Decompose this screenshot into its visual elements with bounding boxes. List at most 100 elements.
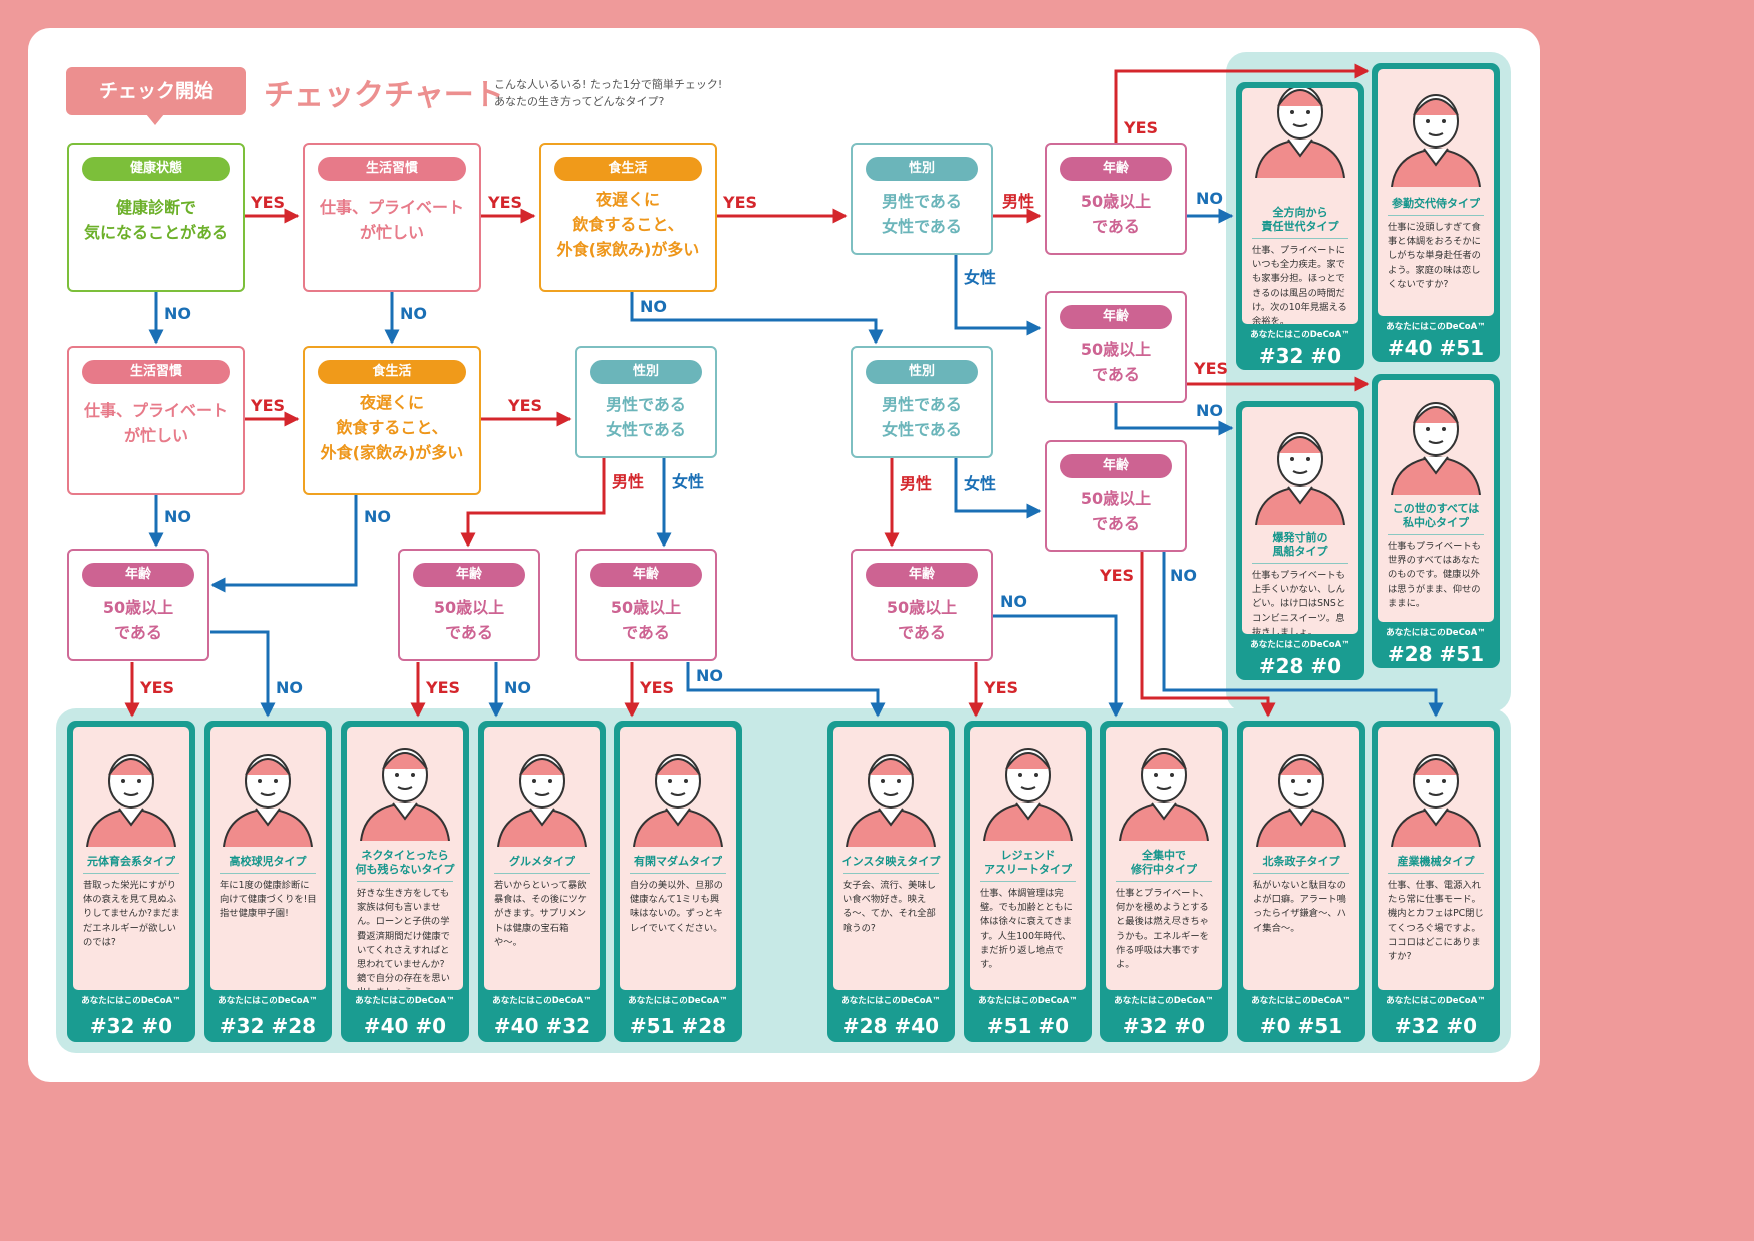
question-tag: 年齢 [866, 563, 978, 587]
question-text: 健康診断で 気になることがある [83, 198, 228, 242]
label-yes-2: YES [488, 193, 523, 212]
person-illustration-icon [86, 754, 176, 847]
label-no-8: NO [1170, 566, 1197, 585]
card-gourmet: グルメタイプ 若いからといって暴飲暴食は、その後にツケがきます。サプリメントは健… [478, 721, 606, 1042]
card-body: 全方向から 責任世代タイプ 仕事、プライベートにいつも全力疾走。家でも家事分担。… [1242, 88, 1358, 324]
label-no-4: NO [640, 297, 667, 316]
question-tag: 年齢 [82, 563, 194, 587]
question-tag: 性別 [866, 157, 978, 181]
card-body: 参勤交代侍タイプ 仕事に没頭しすぎて食事と体調をおろそかにしがちな単身赴任者のよ… [1378, 69, 1494, 316]
card-decoa-numbers: #32 #28 [219, 1014, 317, 1038]
label-female-1: 女性 [964, 268, 997, 287]
flow-arrows [124, 63, 1444, 718]
label-yes-4: YES [1124, 118, 1159, 137]
card-decoa-numbers: #40 #32 [493, 1014, 591, 1038]
card-type-name: レジェンド アスリートタイプ [984, 849, 1072, 876]
card-divider [220, 873, 316, 874]
card-body: 元体育会系タイプ 昔取った栄光にすがり体の衰えを見て見ぬふりしてませんか?まだま… [73, 727, 189, 990]
label-no-10: NO [276, 678, 303, 697]
card-konoyo: この世のすべては 私中心タイプ 仕事もプライベートも世界のすべてはあなたのもので… [1372, 374, 1500, 668]
question-tag: 健康状態 [82, 157, 230, 181]
card-description: 年に1度の健康診断に向けて健康づくりを!目指せ健康甲子園! [220, 880, 317, 920]
person-illustration-icon [1256, 754, 1346, 847]
card-body: ネクタイとったら 何も残らないタイプ 好きな生き方をしても家族は何も言いません。… [347, 727, 463, 990]
card-description: 好きな生き方をしても家族は何も言いません。ローンと子供の学費返済期間だけ健康でい… [357, 888, 450, 990]
card-result-label: あなたにはこのDeCoA™ [218, 996, 318, 1006]
card-result-label: あなたにはこのDeCoA™ [1386, 996, 1486, 1006]
question-tag: 生活習慣 [82, 360, 230, 384]
card-description: 仕事、プライベートにいつも全力疾走。家でも家事分担。ほっとできるのは風呂の時間だ… [1252, 245, 1347, 324]
question-text: 男性である 女性である [606, 395, 686, 439]
card-decoa-numbers: #0 #51 [1259, 1014, 1343, 1038]
card-divider [1116, 881, 1212, 882]
card-type-name: 全集中で 修行中タイプ [1131, 849, 1197, 876]
question-tag: 性別 [590, 360, 702, 384]
card-body: この世のすべては 私中心タイプ 仕事もプライベートも世界のすべてはあなたのもので… [1378, 380, 1494, 622]
card-yuukan: 有閑マダムタイプ 自分の美以外、旦那の健康なんて1ミリも興味はないの。ずっとキレ… [614, 721, 742, 1042]
question-lifestyle-2: 生活習慣仕事、プライベート が忙しい [67, 346, 245, 495]
label-yes-9: YES [140, 678, 175, 697]
question-text: 男性である 女性である [882, 395, 962, 439]
card-type-name: インスタ映えタイプ [841, 855, 941, 868]
card-type-name: この世のすべては 私中心タイプ [1392, 502, 1480, 529]
card-body: 北条政子タイプ 私がいないと駄目なのよが口癖。アラート鳴ったらイザ鎌倉〜、ハイ集… [1243, 727, 1359, 990]
card-type-name: 元体育会系タイプ [87, 855, 175, 868]
card-insta: インスタ映えタイプ 女子会、流行、美味しい食べ物好き。映える〜、てか、それ全部喰… [827, 721, 955, 1042]
card-divider [1252, 563, 1348, 564]
question-tag: 年齢 [413, 563, 525, 587]
card-decoa-numbers: #32 #0 [89, 1014, 173, 1038]
question-tag: 食生活 [554, 157, 702, 181]
person-illustration-icon [497, 754, 587, 847]
label-female-3: 女性 [964, 474, 997, 493]
card-type-name: 参勤交代侍タイプ [1392, 197, 1480, 210]
person-illustration-icon [1255, 88, 1345, 178]
person-illustration-icon [846, 754, 936, 847]
card-divider [843, 873, 939, 874]
subtitle-1: こんな人いるいる! たった1分で簡単チェック! [494, 78, 723, 91]
card-type-name: 高校球児タイプ [229, 855, 307, 868]
card-description: 仕事とプライベート、何かを極めようとすると最後は燃え尽きちゃうかも。エネルギーを… [1116, 888, 1209, 971]
label-no-12: NO [696, 666, 723, 685]
label-yes-7: YES [1194, 359, 1229, 378]
card-result-label: あなたにはこのDeCoA™ [1250, 640, 1350, 650]
card-result-label: あなたにはこのDeCoA™ [492, 996, 592, 1006]
question-lifestyle-1: 生活習慣仕事、プライベート が忙しい [303, 143, 481, 292]
question-tag: 年齢 [1060, 157, 1172, 181]
card-decoa-numbers: #32 #0 [1258, 344, 1342, 368]
card-houjou: 北条政子タイプ 私がいないと駄目なのよが口癖。アラート鳴ったらイザ鎌倉〜、ハイ集… [1237, 721, 1365, 1042]
label-no-3: NO [400, 304, 427, 323]
label-yes-8: YES [1100, 566, 1135, 585]
card-description: 仕事に没頭しすぎて食事と体調をおろそかにしがちな単身赴任者のよう。家庭の味は恋し… [1388, 222, 1481, 290]
question-text: 50歳以上 である [610, 598, 682, 642]
question-text: 50歳以上 である [1080, 489, 1152, 533]
card-result-label: あなたにはこのDeCoA™ [1386, 322, 1486, 332]
label-no-5: NO [1196, 401, 1223, 420]
question-text: 夜遅くに 飲食すること、 外食(家飲み)が多い [556, 190, 700, 259]
label-yes-12: YES [984, 678, 1019, 697]
card-type-name: グルメタイプ [509, 855, 575, 868]
label-no-6: NO [164, 507, 191, 526]
card-decoa-numbers: #32 #0 [1122, 1014, 1206, 1038]
card-description: 仕事もプライベートも上手くいかない、しんどい。はけ口はSNSとコンビニスイーツ。… [1252, 570, 1346, 634]
label-no-1: NO [1196, 189, 1223, 208]
question-text: 男性である 女性である [882, 192, 962, 236]
card-divider [630, 873, 726, 874]
question-text: 夜遅くに 飲食すること、 外食(家飲み)が多い [320, 393, 464, 462]
card-result-label: あなたにはこのDeCoA™ [81, 996, 181, 1006]
card-description: 私がいないと駄目なのよが口癖。アラート鳴ったらイザ鎌倉〜、ハイ集合〜。 [1253, 880, 1346, 934]
card-bakuhatsu: 爆発寸前の 風船タイプ 仕事もプライベートも上手くいかない、しんどい。はけ口はS… [1236, 401, 1364, 680]
label-no-2: NO [164, 304, 191, 323]
card-divider [1252, 238, 1348, 239]
person-illustration-icon [223, 754, 313, 847]
label-male-2: 男性 [612, 472, 645, 491]
person-illustration-icon [1391, 94, 1481, 187]
question-gender-1: 性別男性である 女性である [851, 143, 993, 255]
card-description: 自分の美以外、旦那の健康なんて1ミリも興味はないの。ずっとキレイでいてください。 [630, 880, 723, 934]
card-body: レジェンド アスリートタイプ 仕事、体調管理は完璧。でも加齢とともに体は徐々に衰… [970, 727, 1086, 990]
card-zenhoukou: 全方向から 責任世代タイプ 仕事、プライベートにいつも全力疾走。家でも家事分担。… [1236, 82, 1364, 370]
person-illustration-icon [1391, 754, 1481, 847]
label-no-7: NO [364, 507, 391, 526]
